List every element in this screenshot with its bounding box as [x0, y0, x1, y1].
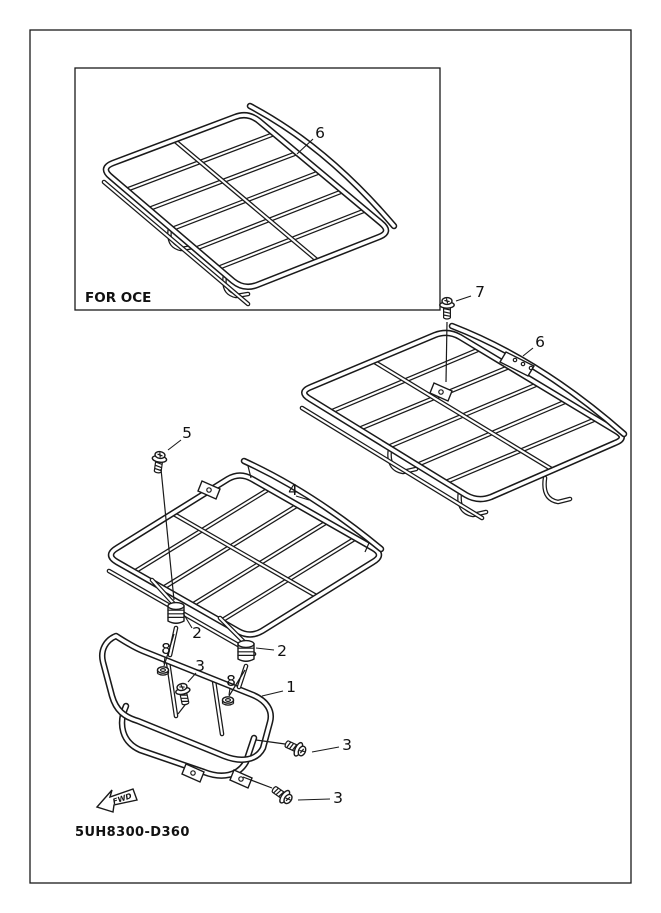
bolt-3-middle	[281, 736, 309, 760]
fwd-arrow-icon	[95, 788, 138, 813]
callout-6-oce-rack: 6	[296, 124, 325, 155]
nut-8-right-axis-line	[228, 669, 246, 697]
callout-label[interactable]: 2	[192, 624, 202, 642]
leader-line	[163, 656, 166, 665]
bolt-3-bottom-axis-line	[242, 776, 273, 789]
bolt-3-upper-axis-line	[177, 704, 186, 715]
damper-left	[166, 601, 186, 624]
rear-carrier-drawing	[302, 321, 624, 518]
callout-2-damper-left: 2	[182, 612, 202, 642]
for-oce-label: FOR OCE	[85, 290, 151, 306]
fwd-direction-arrow: FWD	[95, 788, 138, 813]
damper-right	[236, 639, 256, 662]
callout-2-damper-right: 2	[255, 642, 287, 660]
bolt-7-axis-line	[445, 321, 448, 383]
bolt-5-axis-line	[160, 468, 175, 601]
leader-line	[182, 612, 193, 629]
leader-line	[187, 672, 197, 683]
rear-carrier-oce-drawing	[104, 106, 394, 304]
bolt-3-bottom	[268, 782, 296, 808]
rail-posts	[247, 465, 370, 553]
oce-variant-box: FOR OCE	[74, 67, 441, 311]
leader-line	[295, 495, 310, 501]
callout-label[interactable]: 1	[286, 678, 296, 696]
callout-label[interactable]: 3	[342, 736, 352, 754]
leader-line	[455, 295, 472, 302]
three-hole-bracket	[499, 351, 535, 377]
callout-label[interactable]: 6	[535, 333, 545, 351]
callout-1-bumper: 1	[261, 678, 296, 697]
leader-line	[167, 439, 182, 451]
callout-label[interactable]: 8	[161, 640, 171, 658]
nut-8-left-axis-line	[163, 633, 175, 667]
leader-line	[255, 647, 275, 651]
callout-8-nut-left: 8	[161, 640, 171, 665]
page-border	[29, 29, 632, 884]
bolt-7	[439, 296, 455, 320]
leader-line	[228, 687, 231, 696]
callout-label[interactable]: 7	[475, 283, 485, 301]
callout-7-bolt: 7	[455, 283, 485, 302]
bolt-3-middle-axis-line	[255, 739, 286, 745]
nut-8-right	[221, 696, 235, 706]
callout-label[interactable]: 2	[277, 642, 287, 660]
callout-label[interactable]: 4	[288, 481, 298, 499]
front-bumper-drawing	[102, 628, 286, 789]
leader-line	[296, 138, 314, 155]
drawing-code: 5UH8300-D360	[75, 825, 190, 840]
callout-4-front-rack: 4	[288, 481, 310, 501]
callout-label[interactable]: 8	[226, 672, 236, 690]
callout-label[interactable]: 5	[182, 424, 192, 442]
callout-6-rear-rack: 6	[522, 333, 545, 357]
front-carrier-drawing	[109, 461, 381, 654]
callout-3-bolt-middle: 3	[311, 736, 352, 754]
callout-5-bolt: 5	[167, 424, 192, 451]
bumper-mount-plate-left	[181, 763, 205, 783]
nut-8-left	[156, 666, 170, 676]
leader-line	[261, 690, 284, 697]
callout-label[interactable]: 3	[333, 789, 343, 807]
callout-3-bolt-bottom: 3	[297, 789, 343, 807]
leader-line	[311, 746, 340, 753]
callout-8-nut-right: 8	[226, 672, 236, 696]
leader-line	[297, 798, 331, 801]
leader-line	[522, 347, 534, 357]
callout-3-bolt-upper: 3	[187, 657, 205, 683]
bolt-5	[149, 449, 169, 475]
bolt-3-upper	[173, 681, 194, 707]
callout-label[interactable]: 6	[315, 124, 325, 142]
callout-label[interactable]: 3	[195, 657, 205, 675]
oce-box-outline	[74, 67, 441, 311]
